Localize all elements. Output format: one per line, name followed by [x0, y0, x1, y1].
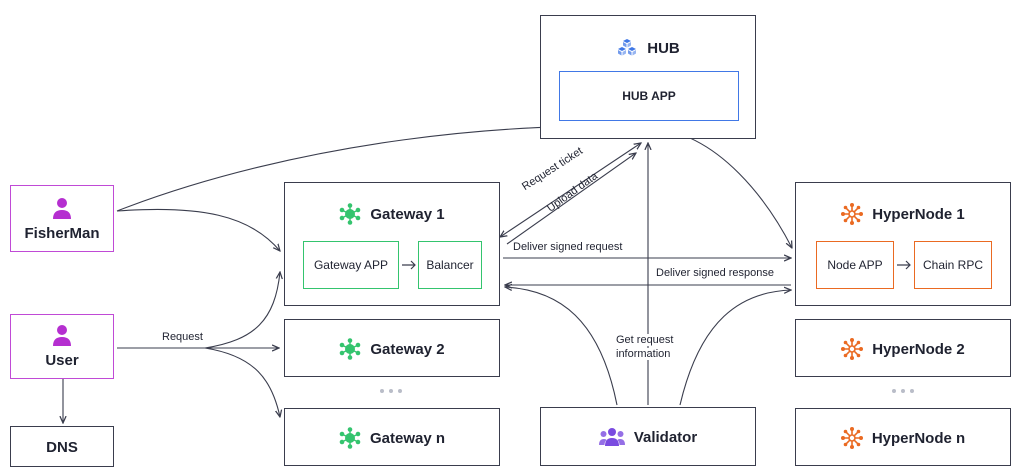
edge-fisherman-gateway1	[116, 208, 280, 251]
hypernode-1-box[interactable]: HyperNode 1 Node APP Chain RPC	[795, 182, 1011, 306]
hypernode-1-title-text: HyperNode 1	[872, 205, 965, 223]
gateway-n-title-text: Gateway n	[369, 429, 446, 447]
chain-rpc-label: Chain RPC	[922, 258, 984, 272]
hypernode-n-title-text: HyperNode n	[871, 429, 966, 447]
fisherman-box[interactable]: FisherMan	[10, 185, 114, 252]
person-icon	[53, 325, 71, 346]
label-deliver-signed-request: Deliver signed request	[513, 241, 623, 253]
hypernode-network-icon	[841, 338, 864, 360]
people-icon	[598, 428, 625, 446]
user-title: User	[11, 323, 113, 369]
gateway-ellipsis	[380, 389, 402, 393]
fisherman-title: FisherMan	[11, 196, 113, 242]
gateway-app-label: Gateway APP	[313, 258, 389, 272]
cubes-icon	[618, 39, 637, 56]
gateway-app-box[interactable]: Gateway APP	[303, 241, 399, 289]
edge-request-ticket	[500, 143, 641, 237]
fisherman-label: FisherMan	[24, 225, 100, 242]
gateway-network-icon	[340, 338, 361, 360]
edge-upload-data	[506, 153, 636, 245]
hub-title-text: HUB	[647, 39, 680, 57]
person-icon	[53, 198, 71, 219]
gateway-n-title: Gateway n	[285, 427, 499, 449]
gateway-n-box[interactable]: Gateway n	[284, 408, 500, 466]
hypernode-2-title: HyperNode 2	[796, 338, 1010, 360]
label-get-request-2: information	[616, 348, 671, 360]
gateway-1-title: Gateway 1	[285, 203, 499, 225]
validator-label: Validator	[633, 428, 698, 446]
gateway-2-box[interactable]: Gateway 2	[284, 319, 500, 377]
node-app-label: Node APP	[827, 258, 883, 272]
dns-label: DNS	[46, 439, 78, 456]
edge-validator-hypernode1	[679, 290, 791, 406]
hypernode-network-icon	[841, 203, 864, 225]
label-request: Request	[162, 331, 203, 343]
dns-title: DNS	[11, 439, 113, 456]
balancer-box[interactable]: Balancer	[418, 241, 482, 289]
label-get-request-1: Get request	[616, 334, 674, 346]
edge-user-gatewayn	[204, 347, 280, 417]
edge-validator-gateway1	[505, 287, 618, 406]
hypernode-2-title-text: HyperNode 2	[872, 340, 965, 358]
gateway-network-icon	[340, 203, 361, 225]
hypernode-n-title: HyperNode n	[796, 427, 1010, 449]
label-deliver-signed-response: Deliver signed response	[656, 267, 775, 279]
chain-rpc-box[interactable]: Chain RPC	[914, 241, 992, 289]
gateway-2-title: Gateway 2	[285, 338, 499, 360]
hypernode-internal-arrow	[897, 260, 911, 270]
gateway-1-title-text: Gateway 1	[370, 205, 445, 223]
validator-box[interactable]: Validator	[540, 407, 756, 466]
hypernode-n-box[interactable]: HyperNode n	[795, 408, 1011, 466]
balancer-label: Balancer	[426, 258, 474, 272]
user-box[interactable]: User	[10, 314, 114, 379]
gateway-network-icon	[339, 427, 361, 449]
hypernode-1-title: HyperNode 1	[796, 203, 1010, 225]
user-label: User	[45, 352, 79, 369]
gateway-internal-arrow	[402, 260, 416, 270]
dns-box[interactable]: DNS	[10, 426, 114, 467]
hub-box[interactable]: HUB HUB APP	[540, 15, 756, 139]
edge-user-gateway1	[204, 272, 280, 349]
hub-app-box[interactable]: HUB APP	[559, 71, 739, 121]
validator-title: Validator	[541, 427, 755, 447]
hypernode-2-box[interactable]: HyperNode 2	[795, 319, 1011, 377]
hub-title: HUB	[541, 38, 755, 58]
hypernode-network-icon	[840, 427, 863, 449]
hypernode-ellipsis	[892, 389, 914, 393]
node-app-box[interactable]: Node APP	[816, 241, 894, 289]
hub-app-label: HUB APP	[622, 89, 676, 103]
gateway-1-box[interactable]: Gateway 1 Gateway APP Balancer	[284, 182, 500, 306]
gateway-2-title-text: Gateway 2	[370, 340, 445, 358]
